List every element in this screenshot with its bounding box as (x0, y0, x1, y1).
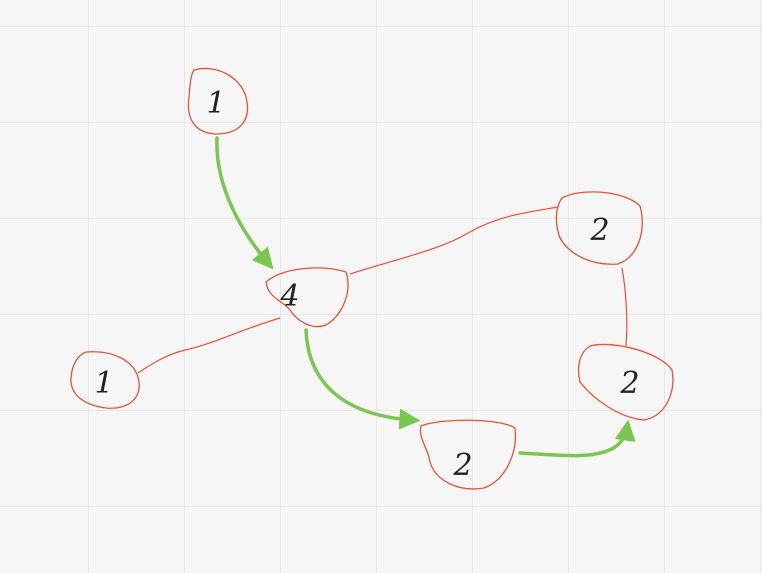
node-right-lower: 2 (577, 343, 674, 421)
node-bottom: 2 (419, 419, 517, 490)
edge-center-left (137, 317, 281, 374)
node-outline (265, 267, 349, 328)
node-label: 4 (279, 279, 299, 314)
node-outline (577, 343, 674, 421)
node-label: 2 (452, 448, 472, 483)
node-label: 1 (94, 366, 113, 401)
arrow-bottom-right-lower (518, 419, 636, 458)
edge-center-right-upper (349, 206, 559, 275)
node-outline (187, 67, 249, 135)
node-left: 1 (70, 351, 140, 409)
node-right-upper: 2 (555, 191, 643, 265)
arrow-top-center (215, 136, 274, 270)
node-outline (419, 419, 517, 490)
node-label: 2 (589, 213, 609, 248)
node-center: 4 (265, 267, 349, 328)
edge-right-upper-right-lower (621, 267, 628, 347)
node-label: 2 (619, 366, 639, 401)
node-label: 1 (206, 86, 225, 121)
node-outline (555, 191, 643, 265)
node-outline (70, 351, 140, 409)
node-top: 1 (187, 67, 249, 135)
arrow-center-bottom (304, 328, 421, 430)
